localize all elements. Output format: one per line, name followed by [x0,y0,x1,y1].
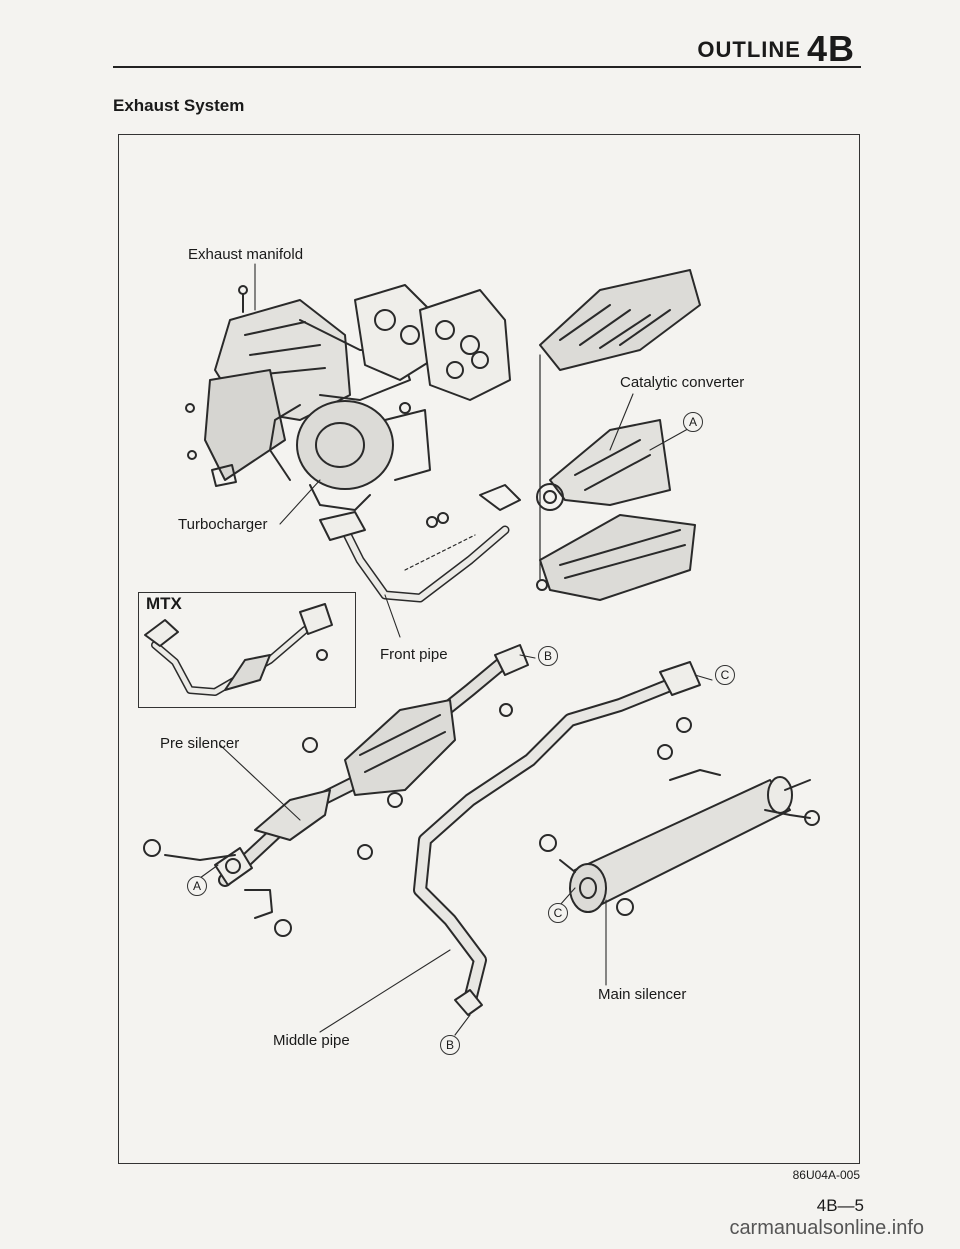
figure-code: 86U04A-005 [792,1168,860,1182]
catalytic-converter-drawing [536,269,701,601]
label-pre-silencer: Pre silencer [160,735,240,752]
front-pipe-drawing [319,484,521,603]
callout-a-pre-silencer: A [187,876,207,896]
diagram-frame [118,134,860,1164]
label-front-pipe: Front pipe [380,646,448,663]
exhaust-manifold-drawing [185,285,411,487]
callout-c-middle-pipe: C [715,665,735,685]
page-number: 4B—5 [816,1196,864,1215]
label-middle-pipe: Middle pipe [273,1032,350,1049]
header-rule [113,66,861,68]
callout-a-catalytic: A [683,412,703,432]
callout-c-main-silencer: C [548,903,568,923]
leader-lines [199,263,713,1036]
label-main-silencer: Main silencer [598,986,687,1003]
callout-b-front-pipe: B [538,646,558,666]
pre-silencer-drawing [143,644,529,937]
label-exhaust-manifold: Exhaust manifold [188,246,304,263]
section-number: 4B [806,28,855,69]
main-silencer-drawing [539,744,820,916]
header-title-text: OUTLINE [697,37,801,62]
callout-b-middle-pipe: B [440,1035,460,1055]
label-turbocharger: Turbocharger [178,516,268,533]
middle-pipe-drawing [357,661,701,1016]
mtx-label: MTX [146,594,182,613]
section-title: Exhaust System [113,96,245,115]
turbocharger-drawing [269,400,431,511]
manifold-gaskets-drawing [354,284,511,401]
label-catalytic-converter: Catalytic converter [620,374,745,391]
watermark: carmanualsonline.info [729,1217,924,1239]
